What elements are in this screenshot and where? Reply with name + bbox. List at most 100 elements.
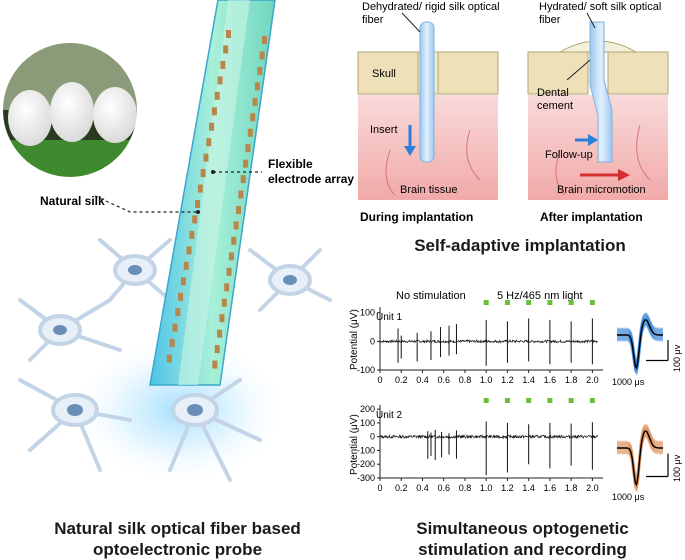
- stim-pulse-marker: [568, 300, 574, 305]
- waveform-sample: [617, 312, 663, 364]
- left-illustration: Natural silk Flexible electrode array: [1, 0, 354, 485]
- electrode-pad: [231, 236, 237, 245]
- neurons: [18, 238, 332, 482]
- implant-panel-after: Hydrated/ soft silk optical fiber Dental…: [527, 1, 669, 224]
- electrode-pad: [195, 200, 200, 208]
- waveform-unit1: [617, 312, 669, 376]
- label-natural-silk: Natural silk: [40, 194, 105, 208]
- waveform-unit2: [617, 423, 669, 493]
- cocoon-2: [50, 82, 94, 142]
- electrode-pad: [238, 190, 244, 199]
- electrode-pad: [250, 113, 256, 122]
- caption-implant: Self-adaptive implantation: [355, 235, 685, 256]
- x-tick-label: 1.2: [501, 375, 514, 385]
- callout-lines: [94, 171, 262, 213]
- electrode-pad: [214, 345, 220, 354]
- skull-right: [437, 51, 499, 95]
- caption-left: Natural silk optical fiber based optoele…: [10, 518, 345, 560]
- electrode-pad: [197, 184, 203, 193]
- baseline-trace: [379, 338, 598, 344]
- fiber-label-rigid-1: Dehydrated/ rigid silk optical: [362, 1, 500, 13]
- electrode-pad: [254, 82, 260, 91]
- x-tick-label: 2.0: [586, 375, 599, 385]
- electrode-pad: [236, 206, 241, 214]
- x-tick-label: 0.8: [459, 483, 472, 493]
- x-tick-label: 1.0: [480, 375, 493, 385]
- label-brain-micromotion: Brain micromotion: [557, 184, 646, 196]
- label-unit2: Unit 2: [376, 410, 403, 421]
- electrode-pad: [262, 36, 267, 44]
- label-brain-tissue: Brain tissue: [400, 184, 457, 196]
- electrode-pad: [245, 144, 251, 153]
- skull-left-after: [527, 51, 589, 95]
- label-skull: Skull: [372, 68, 396, 80]
- x-tick-label: 1.6: [544, 375, 557, 385]
- x-tick-label: 0.2: [395, 483, 408, 493]
- y-tick-label: -100: [357, 445, 375, 455]
- x-tick-label: 1.8: [565, 483, 578, 493]
- stim-pulse-marker: [526, 398, 532, 403]
- electrode-pad: [233, 221, 239, 230]
- electrode-pad: [247, 128, 253, 137]
- stim-pulse-marker: [483, 398, 489, 403]
- y-tick-label: -200: [357, 459, 375, 469]
- cocoon-3: [93, 87, 137, 143]
- stim-pulse-marker: [526, 300, 532, 305]
- waveform-mean: [617, 319, 663, 370]
- electrode-pad: [223, 45, 229, 54]
- y-tick-label: 200: [360, 404, 375, 414]
- ylabel-unit1: Potential (μV): [349, 309, 360, 370]
- scale-t-unit1: 1000 μs: [612, 377, 645, 387]
- stim-pulse-marker: [589, 398, 595, 403]
- y-tick-label: -100: [357, 365, 375, 375]
- baseline-trace: [379, 434, 599, 440]
- electrode-pad: [209, 122, 215, 131]
- ylabel-unit2: Potential (μV): [349, 414, 360, 475]
- caption-left-line2: optoelectronic probe: [92, 540, 263, 559]
- x-tick-label: 1.8: [565, 375, 578, 385]
- x-tick-label: 1.4: [522, 375, 535, 385]
- label-stim: 5 Hz/465 nm light: [497, 290, 583, 302]
- electrode-pad: [211, 107, 217, 116]
- electrode-pad: [217, 76, 223, 85]
- x-tick-label: 1.4: [522, 483, 535, 493]
- electrode-pad: [257, 66, 263, 75]
- stim-pulse-marker: [483, 300, 489, 305]
- electrode-pad: [169, 339, 175, 348]
- stim-pulse-marker: [504, 398, 510, 403]
- electrode-pad: [243, 159, 249, 168]
- y-tick-label: 0: [370, 432, 375, 442]
- electrode-pad: [221, 298, 227, 307]
- caption-right: Simultaneous optogenetic stimulation and…: [360, 518, 685, 560]
- stim-pulse-marker: [547, 300, 553, 305]
- optoelectronic-probe: [149, 0, 276, 386]
- caption-right-line2: stimulation and recording: [418, 540, 627, 559]
- stim-pulse-marker: [547, 398, 553, 403]
- x-tick-label: 1.6: [544, 483, 557, 493]
- label-no-stim: No stimulation: [396, 290, 466, 302]
- x-tick-label: 0.6: [437, 483, 450, 493]
- electrode-pad: [226, 30, 231, 38]
- waveform-mean: [617, 430, 663, 487]
- electrode-pad: [219, 314, 225, 323]
- scale-v-unit2: 100 μv: [672, 454, 682, 482]
- x-tick-label: 0.6: [437, 375, 450, 385]
- cocoon-1: [8, 90, 52, 146]
- electrode-pad: [226, 267, 232, 276]
- implant-panel-during: Dehydrated/ rigid silk optical fiber Sku…: [357, 1, 500, 224]
- y-tick-label: 100: [360, 308, 375, 318]
- x-tick-label: 0.4: [416, 483, 429, 493]
- label-during: During implantation: [360, 210, 473, 224]
- electrode-pad: [180, 277, 186, 286]
- electrode-pad: [220, 60, 226, 69]
- label-after: After implantation: [540, 210, 643, 224]
- x-tick-label: 0.4: [416, 375, 429, 385]
- electrode-array: [166, 30, 267, 369]
- electrode-pad: [183, 261, 189, 270]
- label-dental-1: Dental: [537, 87, 569, 99]
- y-tick-label: -300: [357, 473, 375, 483]
- electrode-pad: [212, 360, 218, 369]
- skull-left: [357, 51, 419, 95]
